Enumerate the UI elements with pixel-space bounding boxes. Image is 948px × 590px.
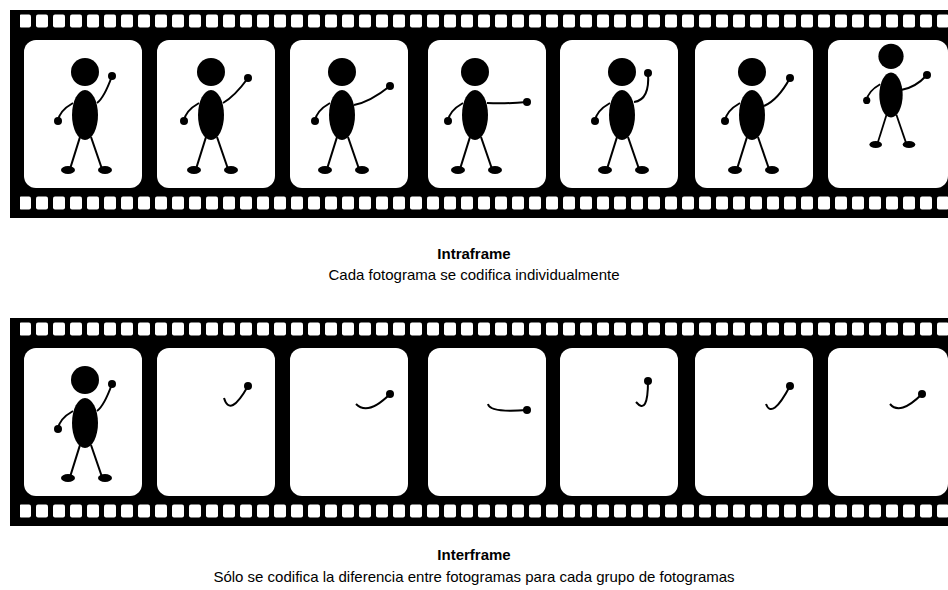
film-frame xyxy=(828,40,948,188)
film-frame xyxy=(24,348,142,496)
film-strip xyxy=(10,10,948,218)
film-band xyxy=(10,10,948,218)
sprocket-holes xyxy=(20,504,948,518)
sprocket-holes xyxy=(20,14,948,28)
film-frame xyxy=(24,40,142,188)
moving-arms xyxy=(97,73,927,106)
film-frame xyxy=(695,348,813,496)
film-frame xyxy=(428,348,546,496)
caption-text: Cada fotograma se codifica individualmen… xyxy=(0,266,948,284)
caption-text: Sólo se codifica la diferencia entre fot… xyxy=(0,568,948,586)
stick-figure xyxy=(54,58,112,174)
stick-figure xyxy=(721,58,779,174)
film-band xyxy=(10,318,948,526)
stick-figure xyxy=(591,58,649,174)
moving-arms xyxy=(97,381,922,411)
stick-figure xyxy=(311,58,369,174)
film-frame xyxy=(290,348,408,496)
film-strip xyxy=(10,318,948,526)
stick-figure xyxy=(444,58,502,174)
stick-figure xyxy=(180,58,238,174)
film-frame xyxy=(428,40,546,188)
stick-figure xyxy=(54,366,112,482)
sprocket-holes xyxy=(20,322,948,336)
hand-dots xyxy=(108,69,931,106)
stick-figure xyxy=(863,44,915,148)
film-frame xyxy=(560,348,678,496)
film-frame xyxy=(695,40,813,188)
film-frame xyxy=(157,40,275,188)
sprocket-holes xyxy=(20,196,948,210)
film-frame xyxy=(828,348,948,496)
film-frame xyxy=(290,40,408,188)
film-frame xyxy=(560,40,678,188)
film-frame xyxy=(157,348,275,496)
caption-heading: Interframe xyxy=(0,546,948,564)
hand-dots xyxy=(108,377,926,414)
caption-heading: Intraframe xyxy=(0,245,948,263)
